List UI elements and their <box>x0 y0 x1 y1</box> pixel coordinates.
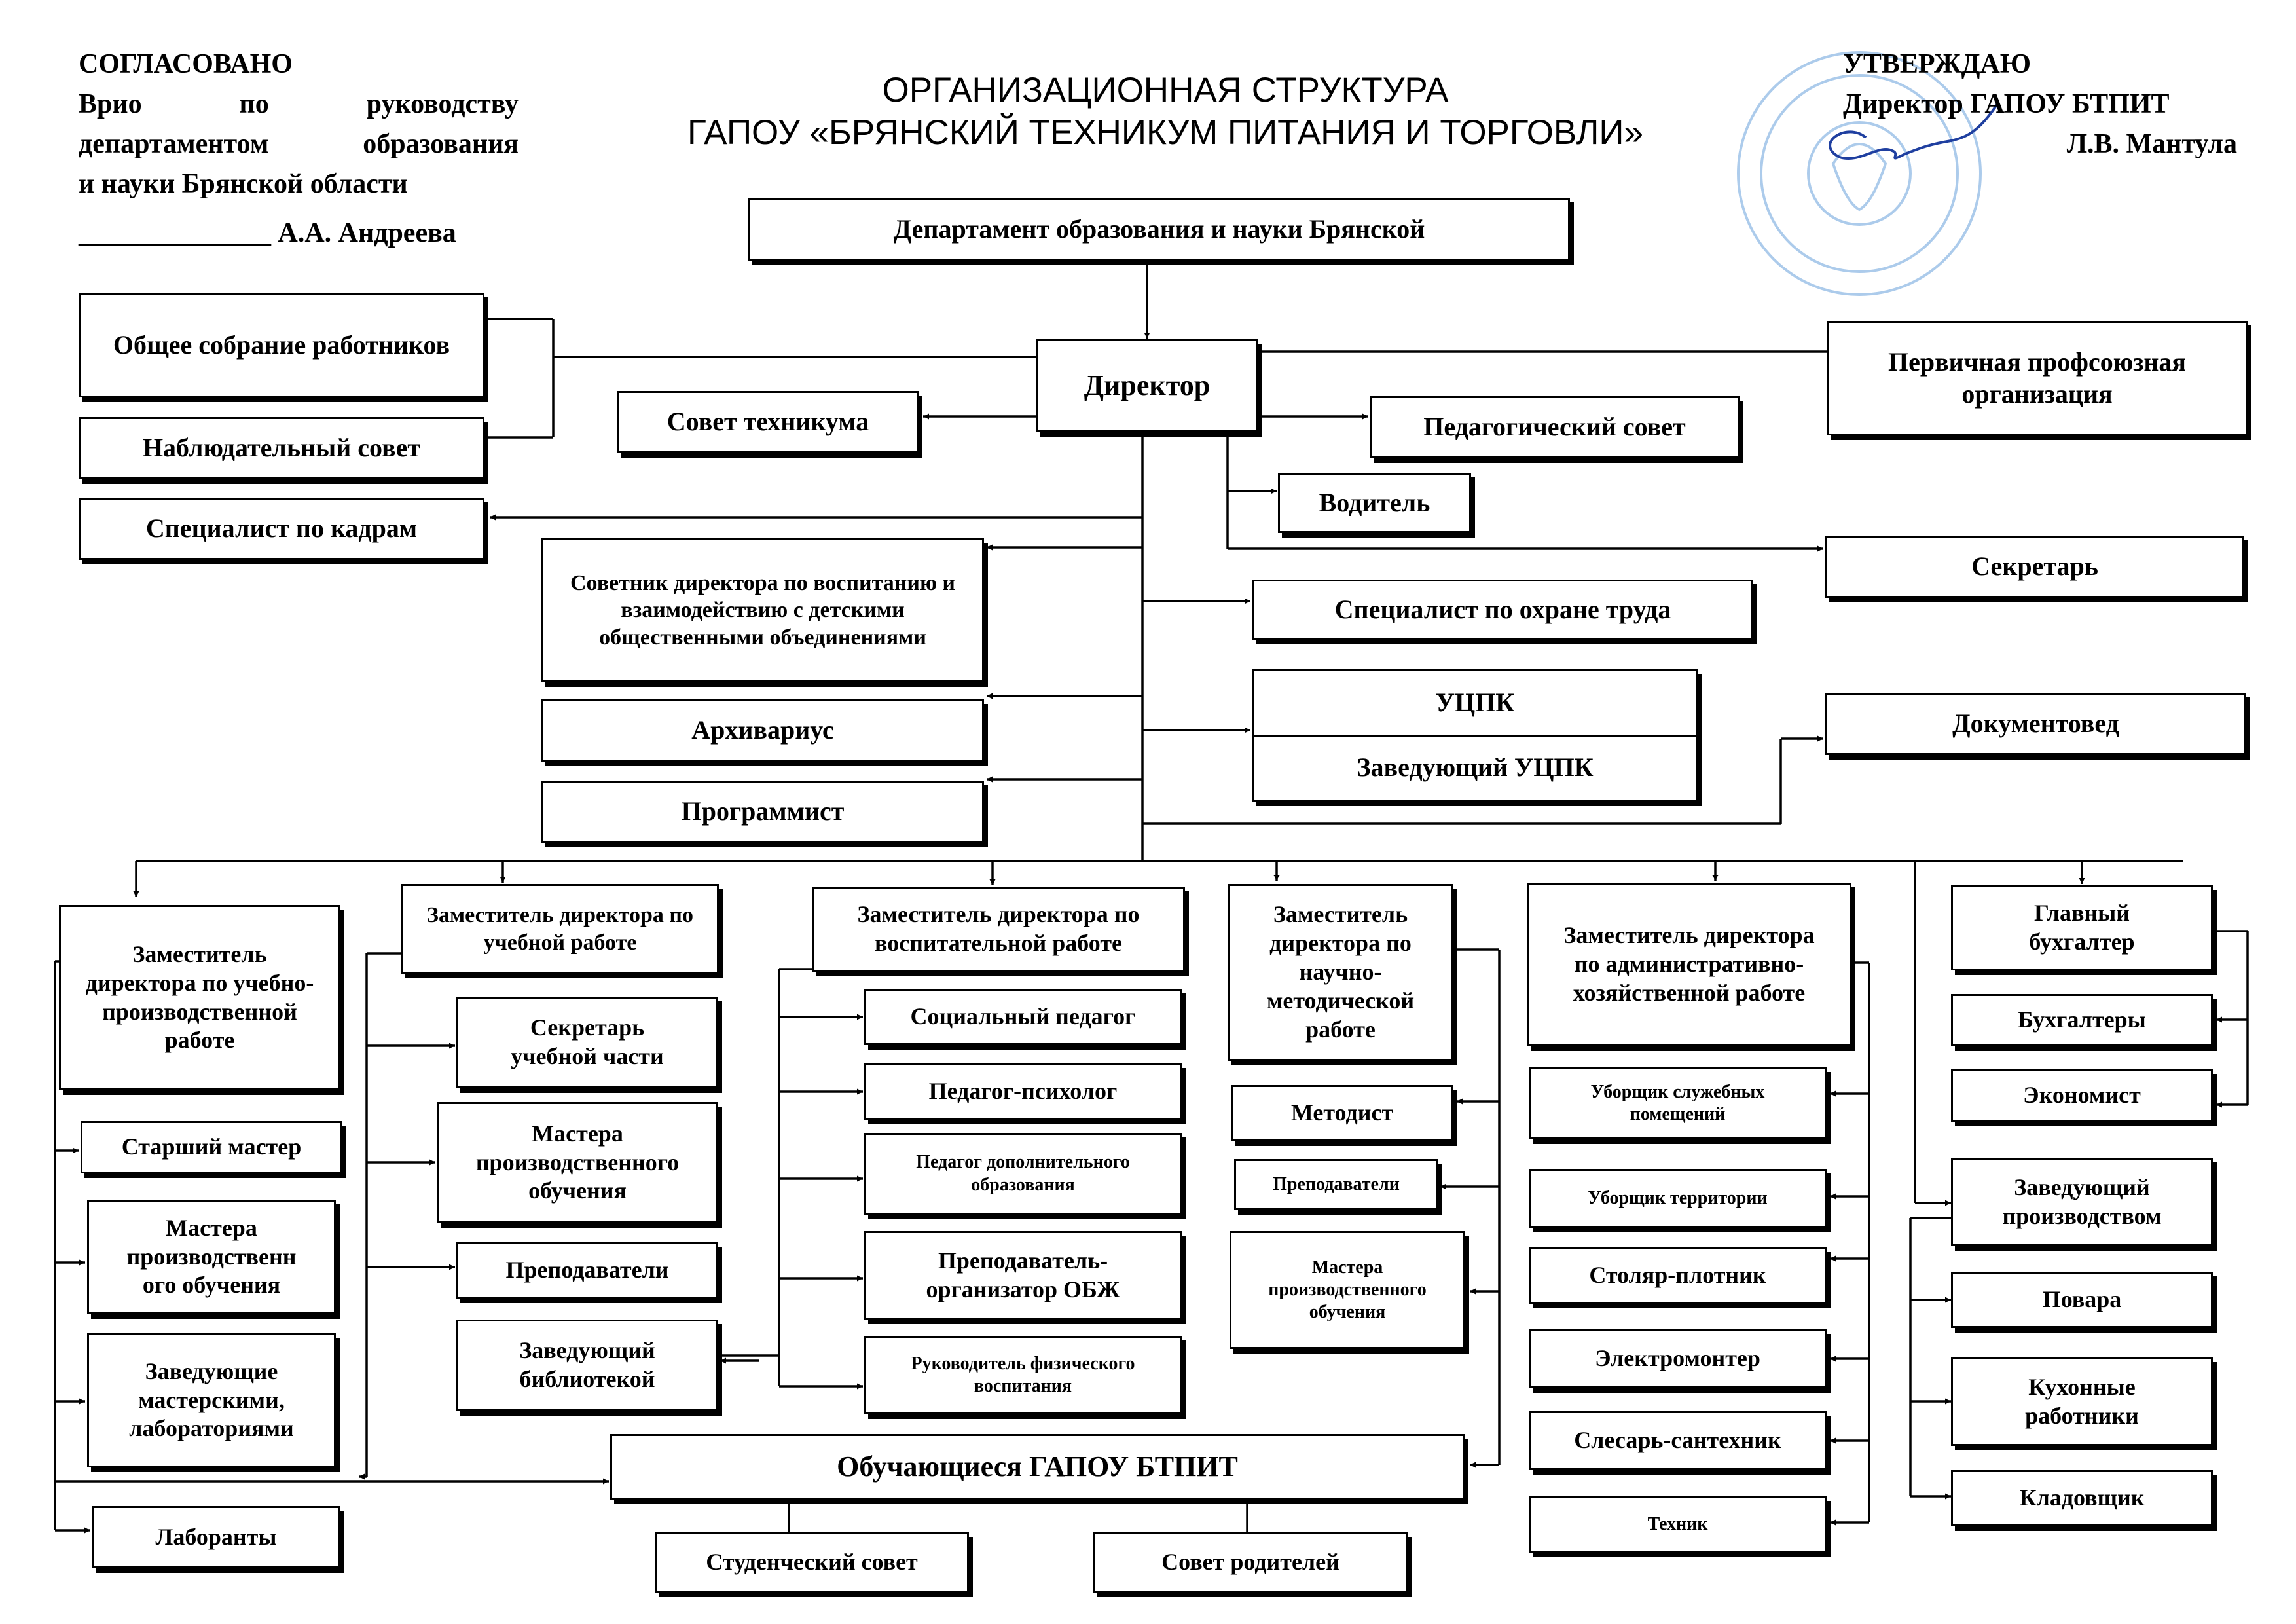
box-masters-po-2: Мастера производственного обучения <box>437 1102 718 1223</box>
box-obzh-teacher: Преподаватель-организатор ОБЖ <box>864 1231 1182 1320</box>
box-union: Первичная профсоюзная организация <box>1827 321 2248 435</box>
box-parents-council: Совет родителей <box>1093 1532 1408 1593</box>
confirm-line1: Директор ГАПОУ БТПИТ <box>1843 88 2170 119</box>
stamp <box>1737 51 1982 296</box>
approved-line3: и науки Брянской области <box>79 168 408 199</box>
title-line1: ОРГАНИЗАЦИОННАЯ СТРУКТУРА <box>882 71 1449 109</box>
box-teachers-1: Преподаватели <box>456 1242 718 1299</box>
approved-title: СОГЛАСОВАНО <box>79 49 293 79</box>
box-hr-specialist: Специалист по кадрам <box>79 498 484 560</box>
uzpk-title: УЦПК <box>1435 687 1515 717</box>
box-doc-specialist: Документовед <box>1825 693 2246 755</box>
box-students: Обучающиеся ГАПОУ БТПИТ <box>610 1434 1465 1500</box>
approval-block-left: СОГЛАСОВАНО Врио по руководству департам… <box>79 45 519 253</box>
box-archivist: Архивариус <box>541 699 984 762</box>
box-methodist: Методист <box>1231 1085 1453 1141</box>
box-dep-education: Заместитель директора по воспитательной … <box>812 887 1185 972</box>
box-psychologist: Педагог-психолог <box>864 1063 1182 1120</box>
box-student-council: Студенческий совет <box>655 1532 969 1593</box>
box-cleaner-office: Уборщик служебных помещений <box>1529 1067 1827 1139</box>
box-cooks: Повара <box>1951 1272 2213 1328</box>
box-council: Совет техникума <box>617 391 919 453</box>
box-programmer: Программист <box>541 781 984 843</box>
box-accountants: Бухгалтеры <box>1951 994 2213 1046</box>
approval-block-right: УТВЕРЖДАЮ Директор ГАПОУ БТПИТ Л.В. Мант… <box>1843 45 2262 164</box>
page-title: ОРГАНИЗАЦИОННАЯ СТРУКТУРА ГАПОУ «БРЯНСКИ… <box>576 69 1755 154</box>
box-kitchen-workers: Кухонные работники <box>1951 1357 2213 1446</box>
signature <box>1829 103 1998 160</box>
box-economist: Экономист <box>1951 1069 2213 1122</box>
box-secretary: Секретарь <box>1825 536 2244 598</box>
approved-signature-line: ______________ А.А. Андреева <box>79 217 456 248</box>
box-plumber: Слесарь-сантехник <box>1529 1411 1827 1470</box>
box-academic-secretary: Секретарь учебной части <box>456 997 718 1088</box>
box-supervisory-board: Наблюдательный совет <box>79 417 484 479</box>
box-driver: Водитель <box>1278 473 1471 533</box>
box-masters-po-1: Мастера производственн ого обучения <box>87 1200 336 1314</box>
box-library-head: Заведующий библиотекой <box>456 1320 718 1411</box>
box-director: Директор <box>1036 339 1258 432</box>
box-labor-safety: Специалист по охране труда <box>1252 580 1753 640</box>
approved-line1: Врио по руководству <box>79 88 519 119</box>
box-advisor: Советник директора по воспитанию и взаим… <box>541 538 984 682</box>
box-dep-admin: Заместитель директора по административно… <box>1527 883 1851 1046</box>
box-lab-assistants: Лаборанты <box>92 1506 340 1568</box>
confirm-title: УТВЕРЖДАЮ <box>1843 49 2032 79</box>
box-workshop-heads: Заведующие мастерскими, лабораториями <box>87 1333 336 1467</box>
box-carpenter: Столяр-плотник <box>1529 1247 1827 1304</box>
box-dep-production: Заместитель директора по учебно-производ… <box>59 905 340 1090</box>
box-dep-academic: Заместитель директора по учебной работе <box>401 884 719 974</box>
box-uzpk: УЦПК Заведующий УЦПК <box>1252 669 1698 802</box>
box-senior-master: Старший мастер <box>81 1121 342 1173</box>
title-line2: ГАПОУ «БРЯНСКИЙ ТЕХНИКУМ ПИТАНИЯ И ТОРГО… <box>687 113 1643 152</box>
box-production-head: Заведующий производством <box>1951 1158 2213 1246</box>
uzpk-head: Заведующий УЦПК <box>1254 734 1696 800</box>
box-masters-po-3: Мастера производственного обучения <box>1230 1231 1465 1349</box>
box-department: Департамент образования и науки Брянской <box>748 198 1570 261</box>
box-social-teacher: Социальный педагог <box>864 989 1182 1045</box>
box-extra-ed-teacher: Педагог дополнительного образования <box>864 1133 1182 1215</box>
box-chief-accountant: Главный бухгалтер <box>1951 885 2213 970</box>
box-general-meeting: Общее собрание работников <box>79 293 484 397</box>
box-pedagogical-council: Педагогический совет <box>1370 396 1740 458</box>
box-pe-head: Руководитель физического воспитания <box>864 1336 1182 1414</box>
box-cleaner-territory: Уборщик территории <box>1529 1169 1827 1228</box>
box-dep-methodical: Заместитель директора по научно-методиче… <box>1228 884 1453 1061</box>
box-storekeeper: Кладовщик <box>1951 1470 2213 1526</box>
box-technician: Техник <box>1529 1496 1827 1553</box>
confirm-signature: Л.В. Мантула <box>2066 128 2237 159</box>
box-teachers-2: Преподаватели <box>1234 1159 1438 1210</box>
box-electrician: Электромонтер <box>1529 1329 1827 1388</box>
approved-line2: департаментом образования <box>79 128 519 159</box>
